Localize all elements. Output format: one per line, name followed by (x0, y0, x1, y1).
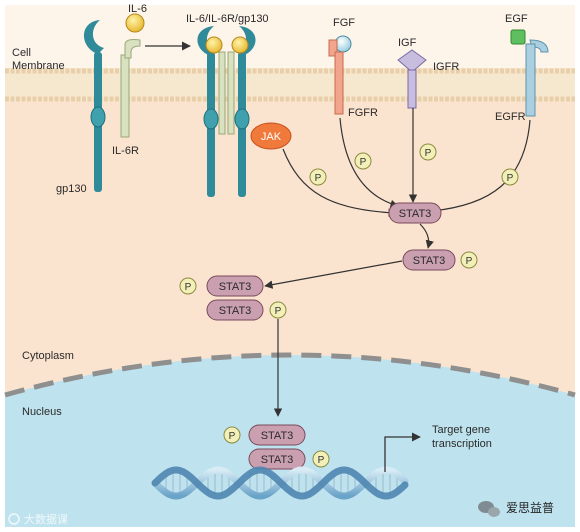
arrow-stat3-phosphorylation (419, 223, 434, 249)
il6-complex-label: IL-6/IL-6R/gp130 (186, 13, 269, 25)
transcription-arrow (384, 432, 421, 472)
svg-text:STAT3: STAT3 (261, 430, 294, 442)
phospho-badge-egfr: P (501, 168, 519, 186)
svg-text:STAT3: STAT3 (219, 305, 252, 317)
svg-text:STAT3: STAT3 (413, 255, 446, 267)
egf-ligand (510, 29, 526, 45)
target-gene-label-line2: transcription (432, 438, 492, 450)
wechat-icon (478, 501, 500, 517)
dna-double-helix (151, 466, 409, 500)
phospho-badge-igfr: P (419, 143, 437, 161)
stat3-phosphorylated: STAT3 P (402, 249, 478, 271)
igf-label: IGF (398, 37, 417, 49)
jak-label: JAK (261, 131, 282, 143)
il6r-receptor (120, 39, 141, 138)
cytoplasm-label: Cytoplasm (22, 350, 74, 362)
svg-text:STAT3: STAT3 (261, 454, 294, 466)
nucleus-label: Nucleus (22, 406, 62, 418)
il6-ligand (125, 13, 145, 33)
egf-label: EGF (505, 13, 528, 25)
jak-kinase (250, 122, 292, 150)
igfr-receptor (397, 49, 427, 109)
svg-text:大数据课: 大数据课 (24, 512, 68, 526)
watermark-left: 大数据课 (8, 512, 68, 526)
svg-text:STAT3: STAT3 (399, 208, 432, 220)
target-gene-label-line1: Target gene (432, 424, 490, 436)
arrow-to-dimer (264, 260, 403, 289)
svg-text:P: P (275, 306, 282, 317)
svg-text:P: P (507, 173, 514, 184)
svg-text:P: P (185, 282, 192, 293)
egfr-label: EGFR (495, 111, 526, 123)
il6r-label: IL-6R (112, 145, 139, 157)
arrow-egfr-to-stat3 (431, 119, 531, 215)
igfr-label: IGFR (433, 61, 459, 73)
watermark-right: 爱思益普 (478, 501, 554, 517)
svg-text:STAT3: STAT3 (219, 281, 252, 293)
fgfr-receptor (328, 39, 344, 115)
egfr-receptor (525, 39, 549, 117)
svg-text:P: P (315, 173, 322, 184)
phospho-badge-fgfr: P (354, 152, 372, 170)
gp130-receptor (84, 20, 106, 192)
il6-label: IL-6 (128, 3, 147, 15)
fgfr-label: FGFR (348, 107, 378, 119)
cell-membrane-label-line2: Membrane (12, 60, 65, 72)
svg-text:P: P (318, 455, 325, 466)
gp130-label: gp130 (56, 183, 87, 195)
svg-text:P: P (466, 256, 473, 267)
il6-complex (197, 26, 256, 197)
arrow-jak-to-stat3 (282, 148, 397, 217)
svg-text:P: P (229, 431, 236, 442)
fgf-label: FGF (333, 17, 355, 29)
svg-text:P: P (360, 157, 367, 168)
svg-text:P: P (425, 148, 432, 159)
stat3-receiving: STAT3 (388, 202, 442, 224)
stat3-dimer-cytoplasm: P STAT3 STAT3 P (179, 275, 287, 321)
svg-text:爱思益普: 爱思益普 (506, 501, 554, 515)
cell-membrane-label-line1: Cell (12, 47, 31, 59)
stat3-dimer-nucleus: P STAT3 STAT3 P (223, 424, 330, 470)
phospho-badge-jak: P (309, 168, 327, 186)
nuclear-envelope (4, 352, 576, 398)
arrow-fgfr-to-stat3 (339, 117, 399, 208)
